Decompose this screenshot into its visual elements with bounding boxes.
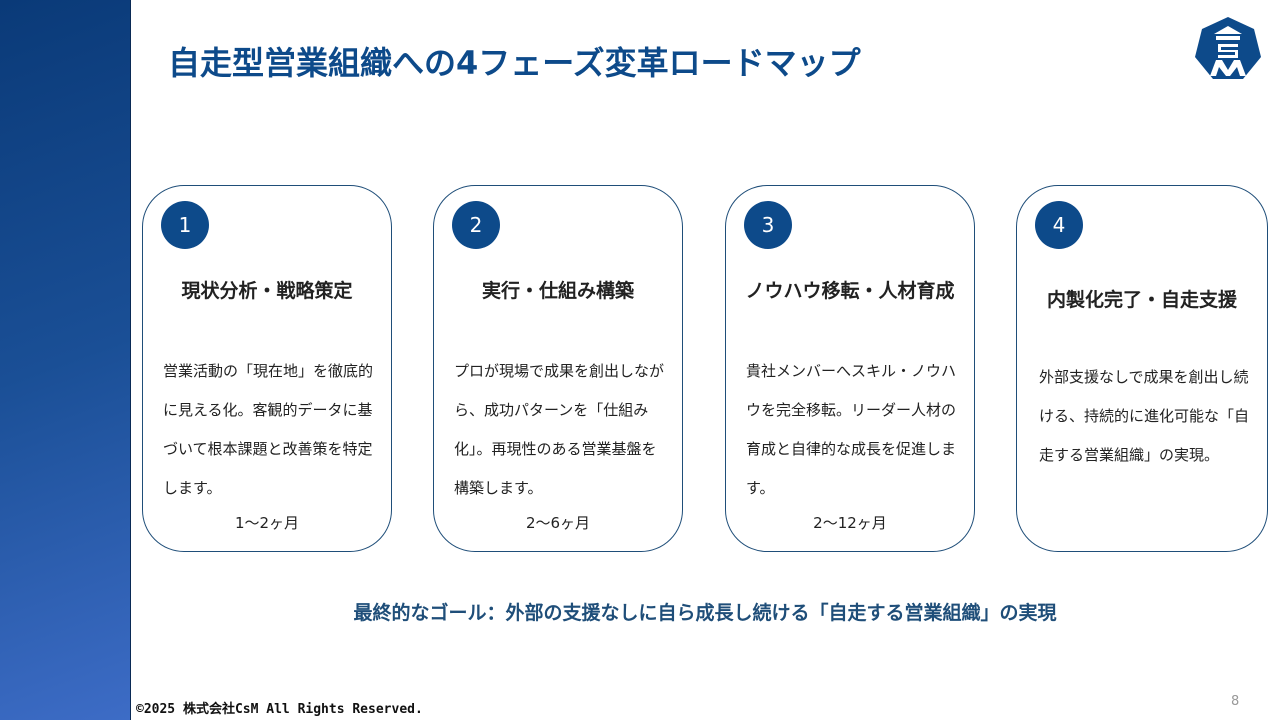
phase-card-4: 4 内製化完了・自走支援 外部支援なしで成果を創出し続ける、持続的に進化可能な「… xyxy=(1016,185,1268,552)
final-goal-text: 最終的なゴール：外部の支援なしに自ら成長し続ける「自走する営業組織」の実現 xyxy=(353,602,1057,624)
company-logo-icon xyxy=(1195,17,1261,79)
phase-heading: 内製化完了・自走支援 xyxy=(1046,289,1237,311)
phase-number-badge: 3 xyxy=(744,201,792,249)
phase-card-1: 1 現状分析・戦略策定 営業活動の「現在地」を徹底的に見える化。客観的データに基… xyxy=(142,185,392,552)
sidebar-band xyxy=(0,0,131,720)
phase-heading: ノウハウ移転・人材育成 xyxy=(745,280,955,302)
phase-description: 外部支援なしで成果を創出し続ける、持続的に進化可能な「自走する営業組織」の実現。 xyxy=(1039,368,1250,464)
copyright-footer: ©2025 株式会社CsM All Rights Reserved. xyxy=(136,702,423,717)
page-number: 8 xyxy=(1231,694,1240,709)
page-title: 自走型営業組織への4フェーズ変革ロードマップ xyxy=(168,44,861,82)
phase-number-badge: 1 xyxy=(161,201,209,249)
phase-description: プロが現場で成果を創出しながら、成功パターンを「仕組み化」。再現性のある営業基盤… xyxy=(454,362,665,497)
phase-card-2: 2 実行・仕組み構築 プロが現場で成果を創出しながら、成功パターンを「仕組み化」… xyxy=(433,185,683,552)
phase-description: 貴社メンバーへスキル・ノウハウを完全移転。リーダー人材の育成と自律的な成長を促進… xyxy=(746,362,957,497)
phase-duration: 2〜6ヶ月 xyxy=(525,514,591,532)
phase-heading: 現状分析・戦略策定 xyxy=(181,280,353,302)
phase-heading: 実行・仕組み構築 xyxy=(481,280,634,302)
phase-card-3: 3 ノウハウ移転・人材育成 貴社メンバーへスキル・ノウハウを完全移転。リーダー人… xyxy=(725,185,975,552)
phase-description: 営業活動の「現在地」を徹底的に見える化。客観的データに基づいて根本課題と改善策を… xyxy=(163,362,374,497)
phase-number-badge: 4 xyxy=(1035,201,1083,249)
phase-number-badge: 2 xyxy=(452,201,500,249)
phase-duration: 2〜12ヶ月 xyxy=(813,514,887,532)
phase-duration: 1〜2ヶ月 xyxy=(234,514,300,532)
